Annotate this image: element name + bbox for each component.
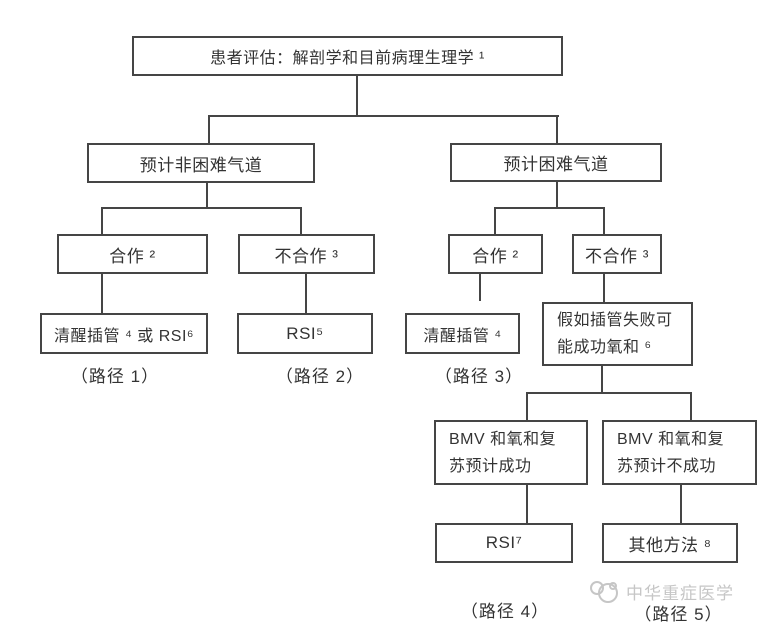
- node-uncooperative-left: 不合作 ³: [238, 234, 375, 274]
- path-label-1: （路径 1）: [70, 367, 160, 386]
- connector-line: [208, 115, 559, 117]
- connector-line: [494, 207, 605, 209]
- connector-line: [556, 182, 558, 209]
- node-label-line: BMV 和氧和复: [617, 430, 725, 448]
- node-label: 清醒插管 ⁴: [423, 327, 502, 345]
- path-label-5: （路径 5）: [634, 605, 723, 624]
- node-label-line: 假如插管失败可: [557, 312, 673, 329]
- connector-line: [556, 115, 558, 143]
- connector-line: [206, 183, 208, 209]
- connector-line: [300, 207, 302, 234]
- connector-line: [494, 207, 496, 234]
- node-label-line: 苏预计成功: [449, 457, 532, 475]
- node-label: RSI⁵: [286, 323, 324, 343]
- node-label-line: 苏预计不成功: [617, 457, 717, 475]
- connector-line: [526, 485, 528, 523]
- node-label: 合作 ²: [472, 246, 519, 266]
- connector-line: [526, 392, 528, 420]
- node-uncooperative-right: 不合作 ³: [572, 234, 662, 274]
- connector-line: [601, 366, 603, 394]
- node-label: 其他方法 ⁸: [628, 535, 712, 555]
- node-failed-intubation-oxygenation: 假如插管失败可 能成功氧和 ⁶: [542, 302, 693, 366]
- node-label: 预计非困难气道: [139, 155, 263, 175]
- node-patient-assessment: 患者评估：解剖学和目前病理生理学 ¹: [132, 36, 563, 76]
- connector-line: [603, 207, 605, 234]
- node-label: RSI⁷: [485, 533, 523, 552]
- connector-line: [690, 392, 692, 420]
- watermark: 中华重症医学: [589, 579, 734, 605]
- node-bmv-success: BMV 和氧和复 苏预计成功: [434, 420, 588, 485]
- node-label: 合作 ²: [109, 246, 156, 266]
- node-non-difficult-airway: 预计非困难气道: [87, 143, 315, 183]
- watermark-logo-icon: [590, 581, 618, 603]
- node-rsi-5: RSI⁵: [237, 313, 373, 354]
- node-label-line: 能成功氧和 ⁶: [557, 339, 652, 356]
- connector-line: [305, 274, 307, 313]
- node-rsi-7: RSI⁷: [435, 523, 573, 563]
- node-label: 不合作 ³: [585, 246, 649, 266]
- node-difficult-airway: 预计困难气道: [450, 143, 662, 182]
- path-label-2: （路径 2）: [275, 367, 365, 386]
- node-cooperative-right: 合作 ²: [448, 234, 543, 274]
- path-label-4: （路径 4）: [460, 602, 550, 621]
- node-awake-intubation-or-rsi: 清醒插管 ⁴ 或 RSI⁶: [40, 313, 208, 354]
- path-label-3: （路径 3）: [434, 367, 524, 386]
- node-label: 患者评估：解剖学和目前病理生理学 ¹: [210, 50, 485, 67]
- node-bmv-failure: BMV 和氧和复 苏预计不成功: [602, 420, 757, 485]
- connector-line: [680, 485, 682, 523]
- node-other-methods: 其他方法 ⁸: [602, 523, 738, 563]
- watermark-text: 中华重症医学: [626, 584, 734, 603]
- node-label: 不合作 ³: [274, 246, 339, 266]
- connector-line: [479, 274, 481, 301]
- connector-line: [356, 76, 358, 117]
- connector-line: [603, 274, 605, 302]
- connector-line: [208, 115, 210, 143]
- node-label-line: BMV 和氧和复: [449, 430, 557, 448]
- node-cooperative-left: 合作 ²: [57, 234, 208, 274]
- connector-line: [101, 274, 103, 313]
- node-label: 清醒插管 ⁴ 或 RSI⁶: [54, 327, 194, 345]
- connector-line: [526, 392, 692, 394]
- node-awake-intubation: 清醒插管 ⁴: [405, 313, 520, 354]
- connector-line: [101, 207, 302, 209]
- node-label: 预计困难气道: [503, 155, 609, 174]
- connector-line: [101, 207, 103, 234]
